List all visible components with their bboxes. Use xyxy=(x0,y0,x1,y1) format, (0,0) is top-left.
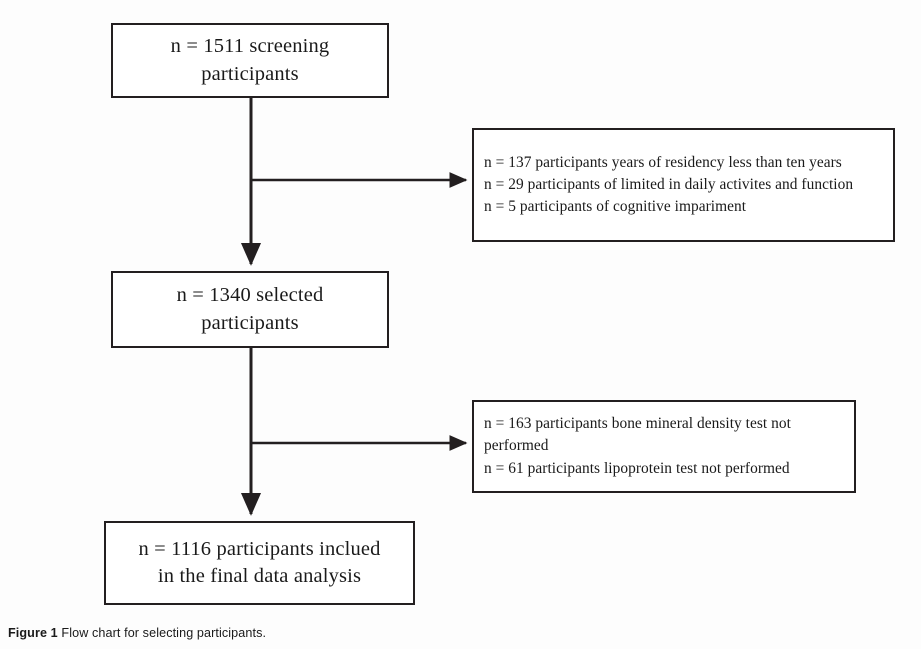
node-final-label: n = 1116 participants inclued in the fin… xyxy=(138,537,381,587)
figure-caption-text: Flow chart for selecting participants. xyxy=(61,626,267,640)
figure-caption-label: Figure 1 xyxy=(8,626,58,640)
figure-caption: Figure 1 Flow chart for selecting partic… xyxy=(8,626,608,640)
node-screening-participants: n = 1511 screening participants xyxy=(111,23,389,98)
node-screening-label: n = 1511 screening participants xyxy=(170,35,330,85)
node-exclusions-second-stage: n = 163 participants bone mineral densit… xyxy=(472,400,856,493)
node-exclusions-first-stage: n = 137 participants years of residency … xyxy=(472,128,895,242)
node-final-analysis-participants: n = 1116 participants inclued in the fin… xyxy=(104,521,415,605)
node-exclusions-first-stage-label: n = 137 participants years of residency … xyxy=(484,153,854,216)
node-exclusions-second-stage-label: n = 163 participants bone mineral densit… xyxy=(484,415,791,477)
node-selected-label: n = 1340 selected participants xyxy=(176,284,324,334)
node-selected-participants: n = 1340 selected participants xyxy=(111,271,389,348)
